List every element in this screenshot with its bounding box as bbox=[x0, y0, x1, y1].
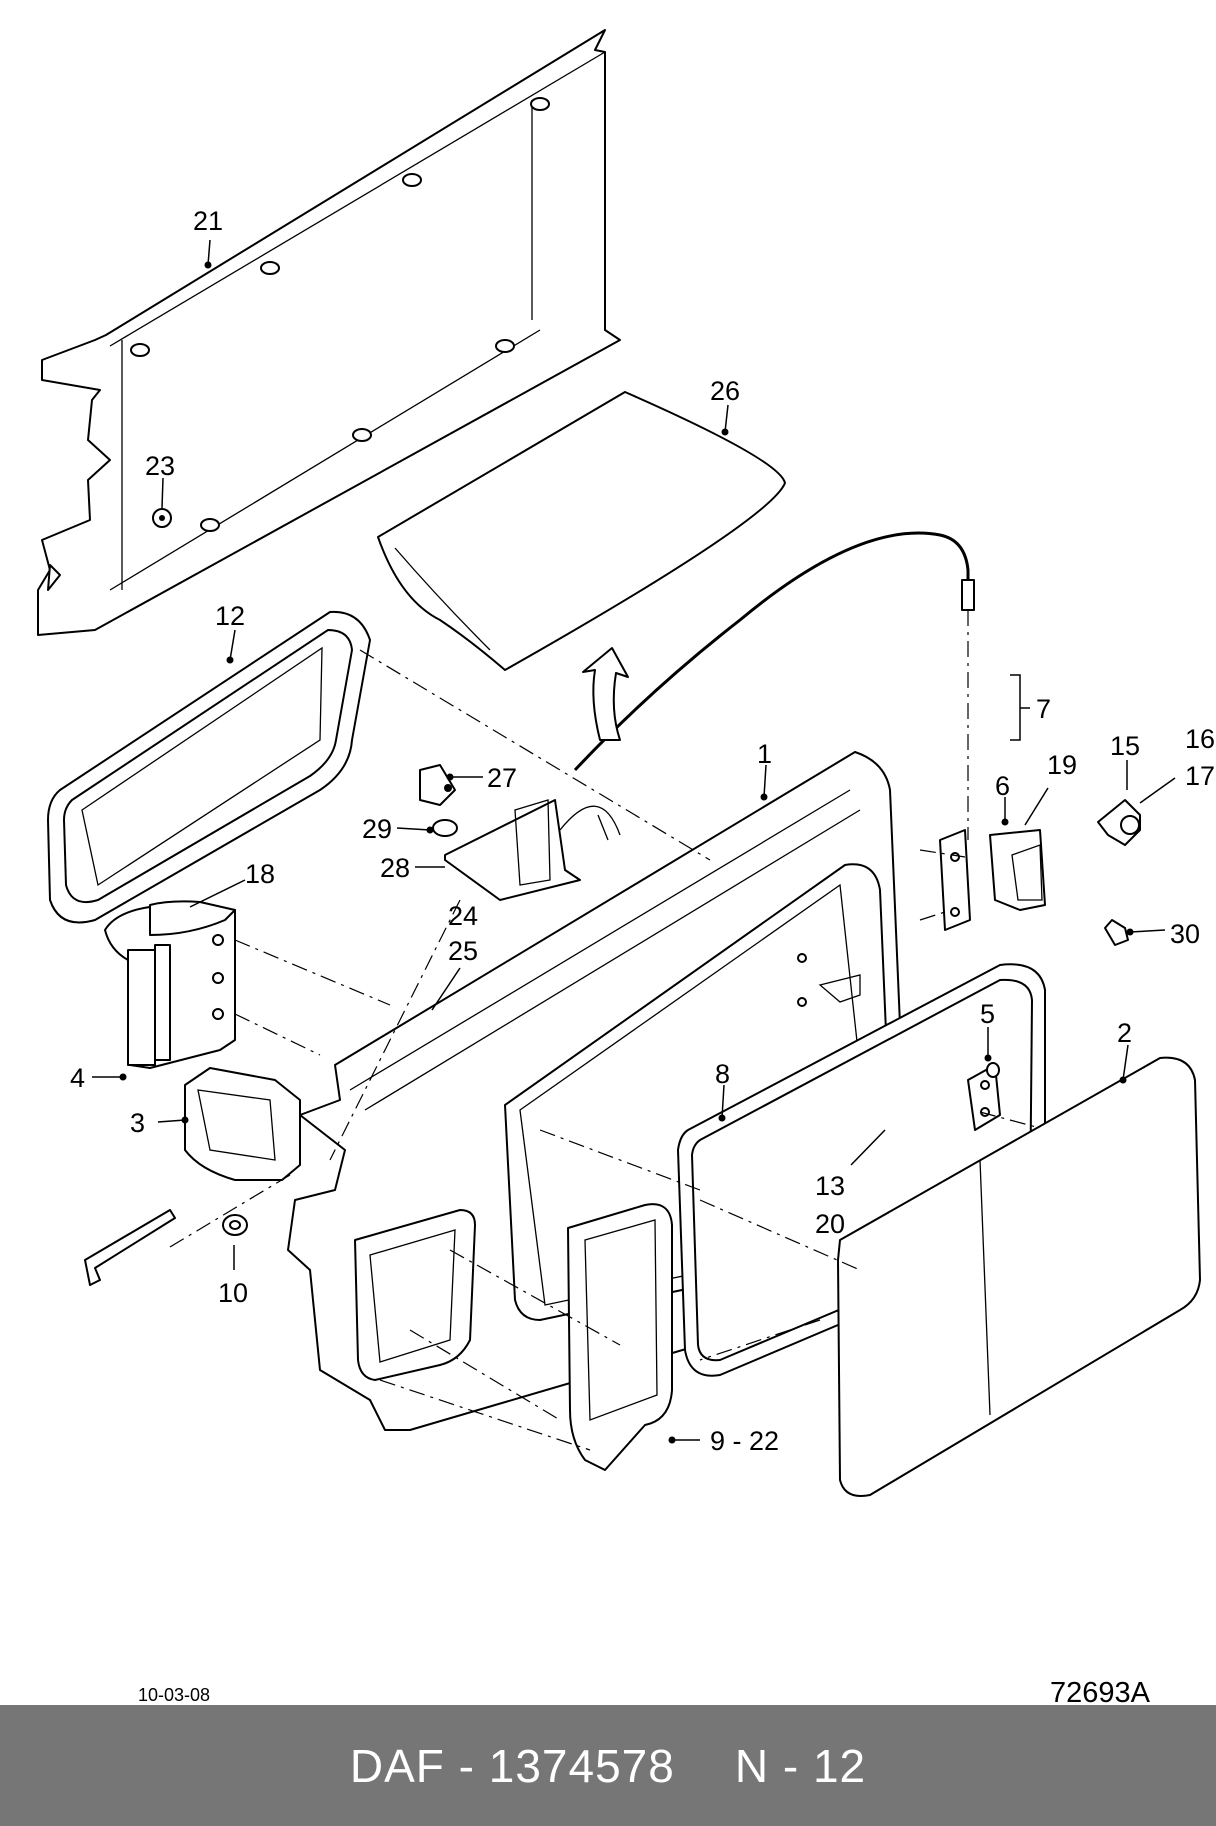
trim-mat-26 bbox=[377, 391, 786, 671]
exploded-parts-diagram: 21 23 26 12 7 1 15 16 17 19 6 27 29 28 1… bbox=[37, 29, 1215, 1705]
callout-2: 2 bbox=[1117, 1018, 1132, 1048]
drawing-reference: 72693A bbox=[1050, 1677, 1151, 1705]
lift-arrow bbox=[582, 647, 629, 741]
latch-29 bbox=[432, 819, 458, 837]
section-code: N - 12 bbox=[734, 1739, 867, 1792]
bracket-28 bbox=[444, 799, 621, 901]
callout-30: 30 bbox=[1170, 919, 1200, 949]
callout-4: 4 bbox=[70, 1063, 85, 1093]
callout-21: 21 bbox=[193, 206, 223, 236]
window-seal-12 bbox=[47, 610, 371, 924]
screw-30 bbox=[1104, 919, 1129, 946]
callout-20: 20 bbox=[815, 1209, 845, 1239]
callout-16: 16 bbox=[1185, 724, 1215, 754]
pocket-3 bbox=[184, 1067, 301, 1181]
bracket-19 bbox=[989, 829, 1046, 911]
bracket-6 bbox=[939, 829, 971, 931]
callout-24: 24 bbox=[448, 901, 478, 931]
callout-9-22: 9 - 22 bbox=[710, 1426, 779, 1456]
callout-5: 5 bbox=[980, 999, 995, 1029]
leader-lines bbox=[92, 239, 1176, 1444]
callout-10: 10 bbox=[218, 1278, 248, 1308]
callout-3: 3 bbox=[130, 1108, 145, 1138]
callout-23: 23 bbox=[145, 451, 175, 481]
callout-1: 1 bbox=[757, 739, 772, 769]
pocket-9-22 bbox=[567, 1203, 673, 1471]
foam-pad-18 bbox=[149, 900, 236, 936]
callout-17: 17 bbox=[1185, 761, 1215, 791]
latch-27 bbox=[419, 764, 456, 806]
footer-bar: DAF - 1374578 N - 12 bbox=[0, 1705, 1216, 1826]
alignment-lines bbox=[164, 610, 1041, 1451]
callout-25: 25 bbox=[448, 936, 478, 966]
callout-29: 29 bbox=[362, 814, 392, 844]
pin-tool bbox=[84, 1209, 176, 1286]
callout-8: 8 bbox=[715, 1059, 730, 1089]
clip-15 bbox=[1097, 799, 1141, 846]
callout-12: 12 bbox=[215, 601, 245, 631]
washer-10 bbox=[222, 1214, 248, 1236]
hinge-plate-5 bbox=[967, 1062, 1001, 1131]
drawing-date: 10-03-08 bbox=[138, 1685, 210, 1705]
callout-27: 27 bbox=[487, 763, 517, 793]
door-cover-2 bbox=[837, 1056, 1201, 1497]
callout-18: 18 bbox=[245, 859, 275, 889]
callout-7: 7 bbox=[1036, 694, 1051, 724]
part-number: DAF - 1374578 bbox=[349, 1739, 675, 1792]
callout-28: 28 bbox=[380, 853, 410, 883]
callout-6: 6 bbox=[995, 771, 1010, 801]
rear-panel-21 bbox=[37, 29, 621, 636]
callout-labels: 21 23 26 12 7 1 15 16 17 19 6 27 29 28 1… bbox=[70, 206, 1215, 1456]
hinge-4 bbox=[104, 904, 236, 1069]
callout-15: 15 bbox=[1110, 731, 1140, 761]
callout-19: 19 bbox=[1047, 750, 1077, 780]
clip-23 bbox=[152, 508, 172, 528]
callout-26: 26 bbox=[710, 376, 740, 406]
callout-13: 13 bbox=[815, 1171, 845, 1201]
